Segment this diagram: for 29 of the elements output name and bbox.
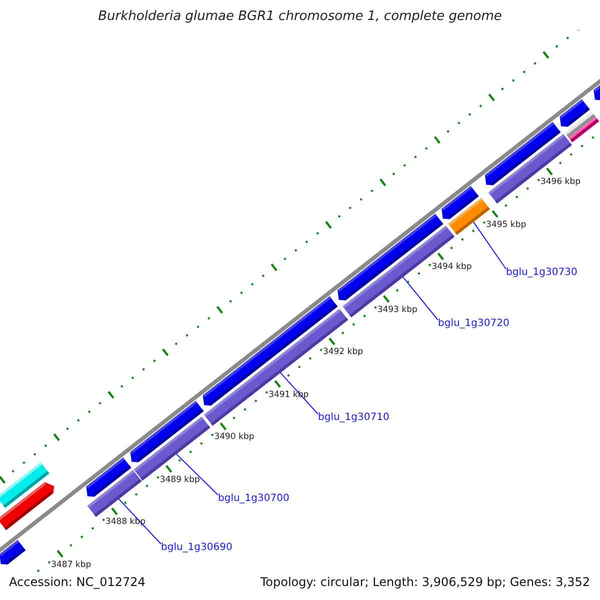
gene-bar: [484, 122, 561, 186]
gene-bar: [86, 458, 132, 497]
gene-bar: [0, 540, 26, 564]
leader-line: [118, 498, 162, 544]
gene-bar: [594, 83, 600, 100]
leader-line: [472, 221, 506, 270]
scale-label: 3496 kbp: [540, 177, 580, 188]
gene-bar: [0, 482, 54, 530]
gene-label: bglu_1g30720: [438, 318, 510, 329]
gene-label: bglu_1g30730: [506, 267, 578, 278]
gene-label: bglu_1g30690: [161, 542, 232, 553]
gene-bar: [130, 400, 204, 462]
genome-summary-text: Topology: circular; Length: 3,906,529 bp; Genes: 3,352: [260, 575, 590, 589]
scale-label: 3493 kbp: [377, 304, 418, 315]
scale-label: 3490 kbp: [214, 432, 254, 442]
scale-label: 3494 kbp: [432, 262, 472, 272]
accession-text: Accession: NC_012724: [9, 575, 146, 589]
gene-bar: [560, 99, 590, 127]
scale-label: 3492 kbp: [322, 347, 364, 358]
scale-label: 3495 kbp: [486, 220, 526, 230]
leader-line: [402, 276, 438, 320]
leader-line: [176, 454, 218, 496]
scale-label: 3487 kbp: [51, 560, 92, 570]
title: Burkholderia glumae BGR1 chromosome 1, complete genome: [97, 9, 503, 24]
leader-line: [280, 372, 318, 414]
scale-label: 3489 kbp: [160, 474, 200, 485]
gene-label: bglu_1g30700: [218, 493, 290, 504]
gene-bar: [442, 186, 479, 220]
gene-label: bglu_1g30710: [318, 412, 390, 423]
